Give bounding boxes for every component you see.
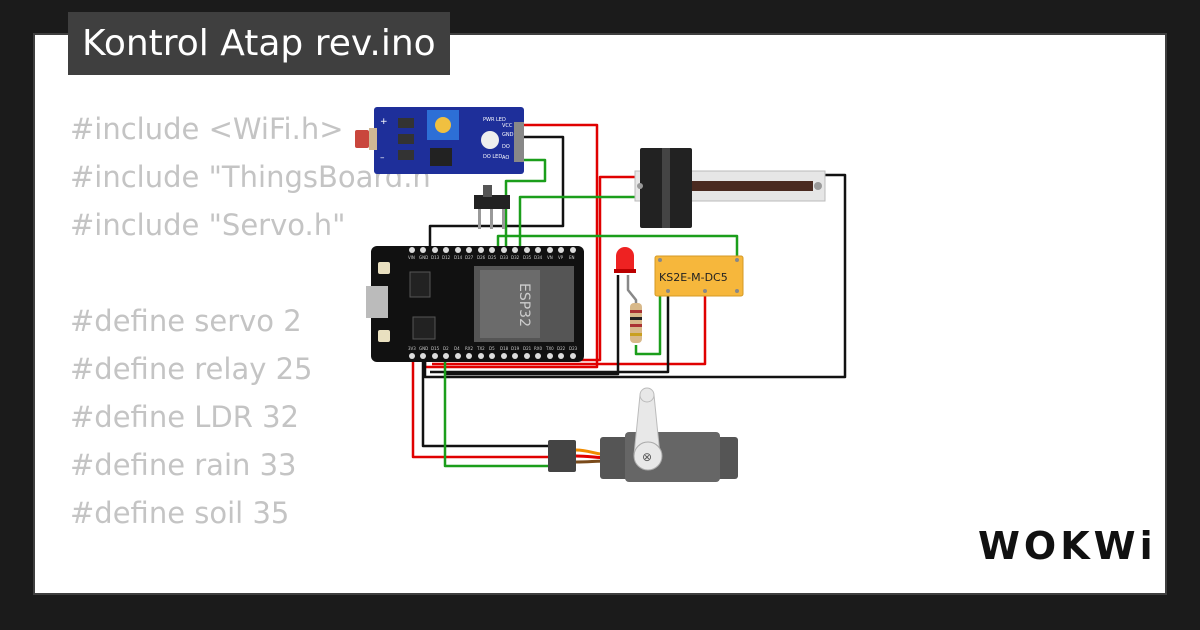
esp32-pin-label: D22 <box>557 346 566 351</box>
esp32-pin-label: RX2 <box>465 346 474 351</box>
esp32-label: ESP32 <box>516 283 532 327</box>
esp32-pin-label: EN <box>569 255 575 260</box>
esp32-pin-label: D26 <box>477 255 486 260</box>
esp32-pin-label: D13 <box>431 255 440 260</box>
esp32-pin-label: D18 <box>500 346 509 351</box>
esp32-pin-label: RX0 <box>534 346 543 351</box>
code-line: #define rain 33 <box>70 448 297 482</box>
code-line: #define servo 2 <box>70 304 302 338</box>
esp32-pin-label: D5 <box>489 346 495 351</box>
wire-servo-gnd <box>421 355 550 448</box>
esp32-pin-label: GND <box>419 346 428 351</box>
esp32-pin-label: D34 <box>534 255 543 260</box>
esp32-pin-label: D2 <box>443 346 449 351</box>
preview-card: #include <WiFi.h> #include "ThingsBoard.… <box>33 33 1167 595</box>
sensor-led-label: PWR LED <box>483 117 506 123</box>
wire-led-gnd <box>634 295 662 356</box>
esp32-pin-label: D12 <box>442 255 451 260</box>
esp32-pin-label: D32 <box>511 255 520 260</box>
esp32-pin-label: 3V3 <box>408 346 416 351</box>
wire-sensor-gnd <box>428 135 565 250</box>
esp32-pin-label: D14 <box>454 255 463 260</box>
project-title: Kontrol Atap rev.ino <box>68 12 450 75</box>
esp32-pin-label: D15 <box>431 346 440 351</box>
esp32-pin-label: D25 <box>488 255 497 260</box>
esp32-pin-label: GND <box>419 255 428 260</box>
sensor-pin-label: VCC <box>502 123 513 129</box>
svg-text:–: – <box>380 153 385 163</box>
wire-relay-gnd <box>430 295 670 374</box>
code-line: #include "Servo.h" <box>70 208 346 242</box>
code-line: #define COUNT_OF(x) ((sizeof(x)/sizeof(0… <box>70 585 1165 593</box>
code-line: #define soil 35 <box>70 496 290 530</box>
servo-motor[interactable]: ⊗ <box>548 387 738 482</box>
esp32-pin-label: TX2 <box>476 346 485 351</box>
esp32-pin-label: TX0 <box>545 346 554 351</box>
esp32-pin-label: D33 <box>500 255 509 260</box>
esp32-pin-label: D21 <box>523 346 532 351</box>
slide-switch[interactable] <box>474 185 510 229</box>
code-line: #define LDR 32 <box>70 400 300 434</box>
resistor[interactable] <box>630 303 642 343</box>
ldr-sensor-module[interactable]: + – PWR LED DO LED VCC GND DO AO <box>355 107 524 174</box>
relay-module[interactable]: KS2E-M-DC5 <box>654 255 744 297</box>
esp32-pin-label: D19 <box>511 346 520 351</box>
wire-servo-signal <box>443 355 550 468</box>
esp32-pin-label: VN <box>547 255 553 260</box>
esp32-board[interactable]: ESP32 VIN GND D13 D12 D14 D27 D26 D25 D3… <box>366 246 584 362</box>
slide-potentiometer[interactable] <box>634 148 826 228</box>
wire-led-cathode <box>445 275 620 376</box>
esp32-pin-label: D4 <box>454 346 460 351</box>
wire-servo-vcc <box>411 355 550 459</box>
sensor-pin-label: DO <box>502 144 510 150</box>
wire-pot-gnd <box>423 173 847 379</box>
esp32-pin-label: VP <box>558 255 564 260</box>
svg-text:⊗: ⊗ <box>642 450 652 464</box>
esp32-pin-label: D35 <box>523 255 532 260</box>
wire-pot-signal <box>518 195 658 250</box>
sensor-pin-label: GND <box>502 132 514 138</box>
relay-label: KS2E-M-DC5 <box>659 271 728 284</box>
esp32-pin-label: D27 <box>465 255 474 260</box>
code-line: #include <WiFi.h> <box>70 112 344 146</box>
esp32-pin-label: VIN <box>408 255 415 260</box>
wire-relay-vcc <box>432 295 707 366</box>
red-led[interactable] <box>614 247 636 273</box>
sensor-pin-label: AO <box>502 155 509 161</box>
sensor-led-label: DO LED <box>483 154 502 160</box>
svg-text:+: + <box>380 117 388 127</box>
esp32-pin-label: D23 <box>569 346 578 351</box>
code-line: #define relay 25 <box>70 352 313 386</box>
code-preview: #include <WiFi.h> #include "ThingsBoard.… <box>70 105 1165 593</box>
wokwi-logo: WOKWi <box>978 524 1157 568</box>
